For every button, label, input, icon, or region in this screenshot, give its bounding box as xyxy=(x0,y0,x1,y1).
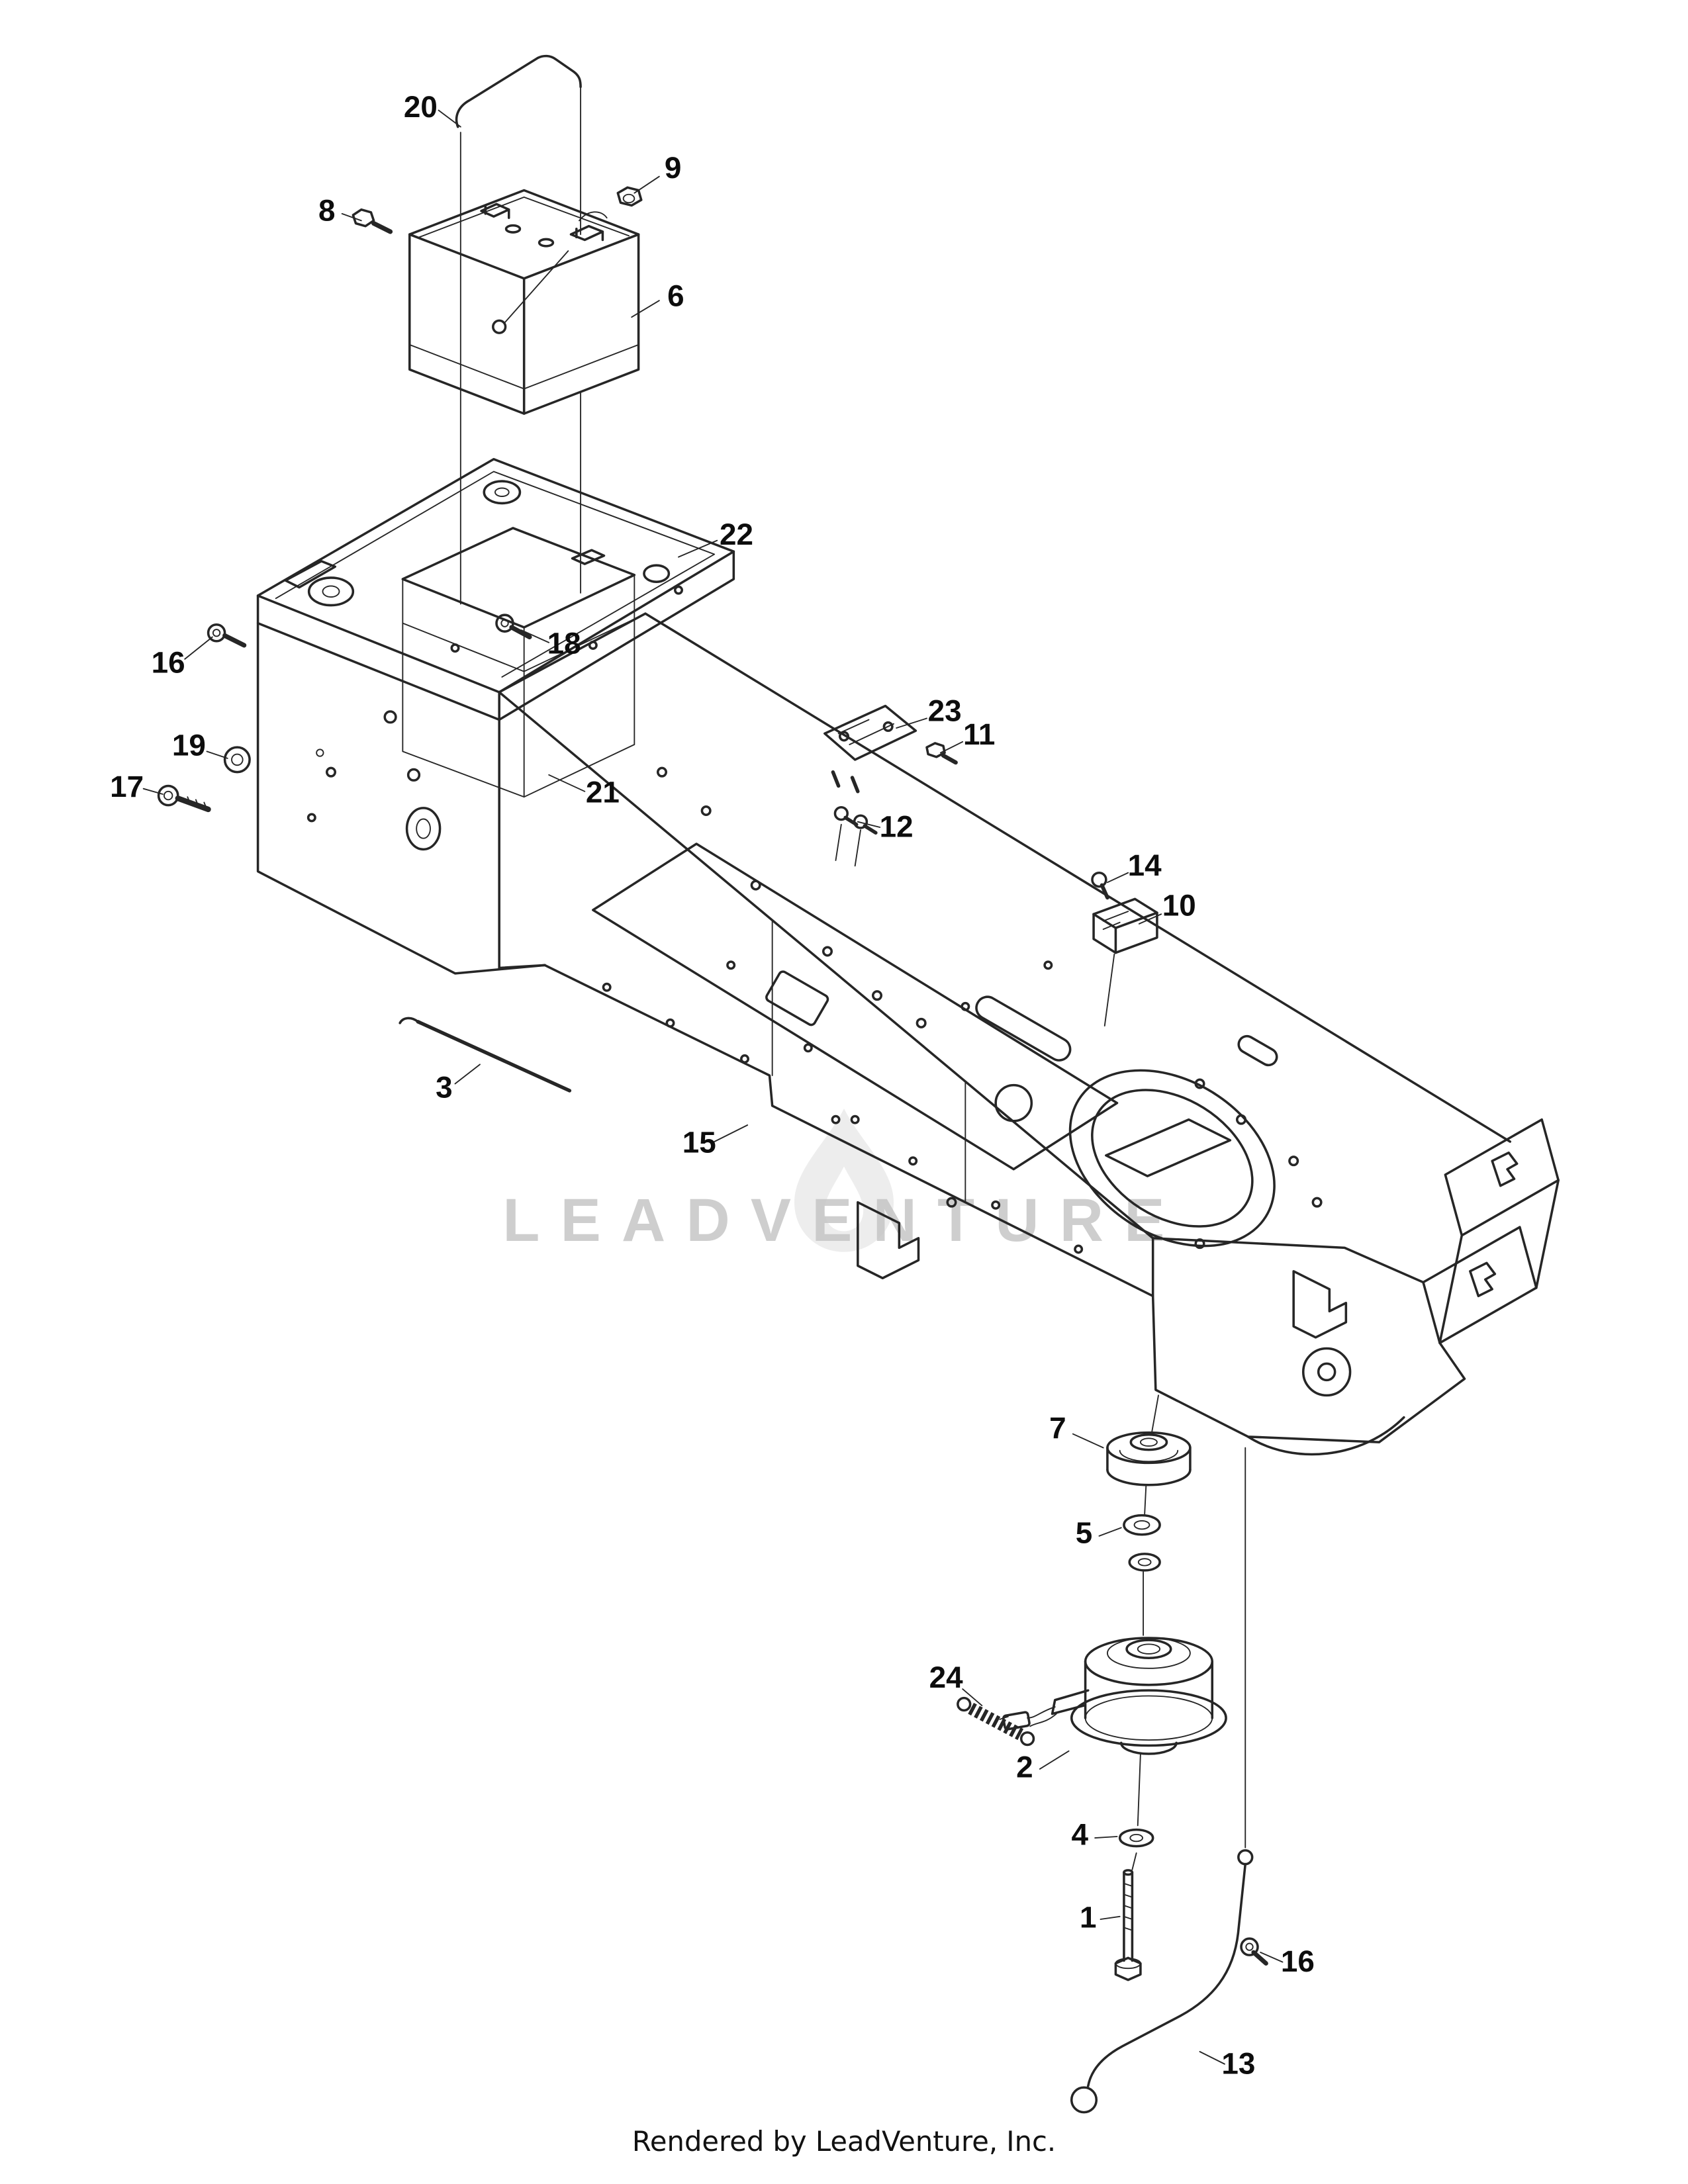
callout-24: 24 xyxy=(929,1661,963,1694)
spring-24 xyxy=(957,1696,1035,1747)
callout-leader-lines xyxy=(142,109,1284,2065)
callout-14: 14 xyxy=(1128,848,1162,882)
bracket-23 xyxy=(823,704,917,794)
bolt-1 xyxy=(1114,1869,1142,1981)
washer-4 xyxy=(1118,1828,1154,1848)
screw-18 xyxy=(495,614,532,640)
clutch-wire-tab xyxy=(1051,1689,1090,1715)
battery-terminal-pos xyxy=(569,224,604,242)
callout-18: 18 xyxy=(547,626,581,660)
battery xyxy=(408,189,640,415)
callout-16-tray: 16 xyxy=(152,646,185,680)
callout-2: 2 xyxy=(1016,1750,1033,1784)
callout-15: 15 xyxy=(682,1126,716,1160)
watermark-text: LEADVENTURE xyxy=(502,1187,1185,1254)
callout-4: 4 xyxy=(1071,1818,1088,1852)
callout-labels: 20 8 9 6 22 16 18 19 17 21 23 11 12 14 1… xyxy=(110,90,1315,2080)
callout-3: 3 xyxy=(436,1070,452,1104)
nut-9 xyxy=(616,186,643,207)
rod-3 xyxy=(399,1017,572,1093)
wire-guide-13 xyxy=(1070,1849,1254,2114)
battery-terminal-neg xyxy=(480,203,510,219)
callout-9: 9 xyxy=(665,151,681,185)
screws-12 xyxy=(833,806,878,835)
callout-10: 10 xyxy=(1162,888,1196,922)
battery-tray xyxy=(256,457,735,798)
watermark: LEADVENTURE xyxy=(502,1109,1185,1254)
leadventure-flame-icon xyxy=(794,1109,894,1252)
callout-17: 17 xyxy=(110,770,144,803)
callout-11: 11 xyxy=(963,717,995,751)
screw-11 xyxy=(925,742,958,765)
callout-21: 21 xyxy=(586,776,620,809)
callout-7: 7 xyxy=(1049,1411,1066,1445)
washer-19 xyxy=(223,746,324,774)
footer-credit: Rendered by LeadVenture, Inc. xyxy=(632,2125,1056,2158)
bolt-8 xyxy=(352,208,393,234)
screw-14 xyxy=(1091,871,1109,900)
callout-22: 22 xyxy=(720,518,753,551)
battery-hold-down-rod xyxy=(455,54,582,605)
callout-20: 20 xyxy=(404,90,438,124)
washers-5 xyxy=(1123,1514,1161,1572)
callout-8: 8 xyxy=(318,193,336,227)
callout-6: 6 xyxy=(667,279,684,312)
screw-16-tray xyxy=(207,623,247,648)
interlock-switch-10 xyxy=(1092,897,1158,954)
pulley-7 xyxy=(1106,1431,1192,1486)
callout-23: 23 xyxy=(928,694,962,728)
callout-19: 19 xyxy=(172,729,206,762)
callout-16-lower: 16 xyxy=(1281,1944,1315,1978)
bolt-17 xyxy=(157,784,211,813)
screw-16-lower xyxy=(1240,1937,1268,1966)
callout-1: 1 xyxy=(1080,1901,1097,1934)
callout-5: 5 xyxy=(1076,1516,1093,1549)
callout-13: 13 xyxy=(1221,2046,1255,2080)
pto-clutch-2 xyxy=(999,1637,1227,1755)
callout-12: 12 xyxy=(880,810,914,844)
frame-chassis xyxy=(256,612,1560,1870)
